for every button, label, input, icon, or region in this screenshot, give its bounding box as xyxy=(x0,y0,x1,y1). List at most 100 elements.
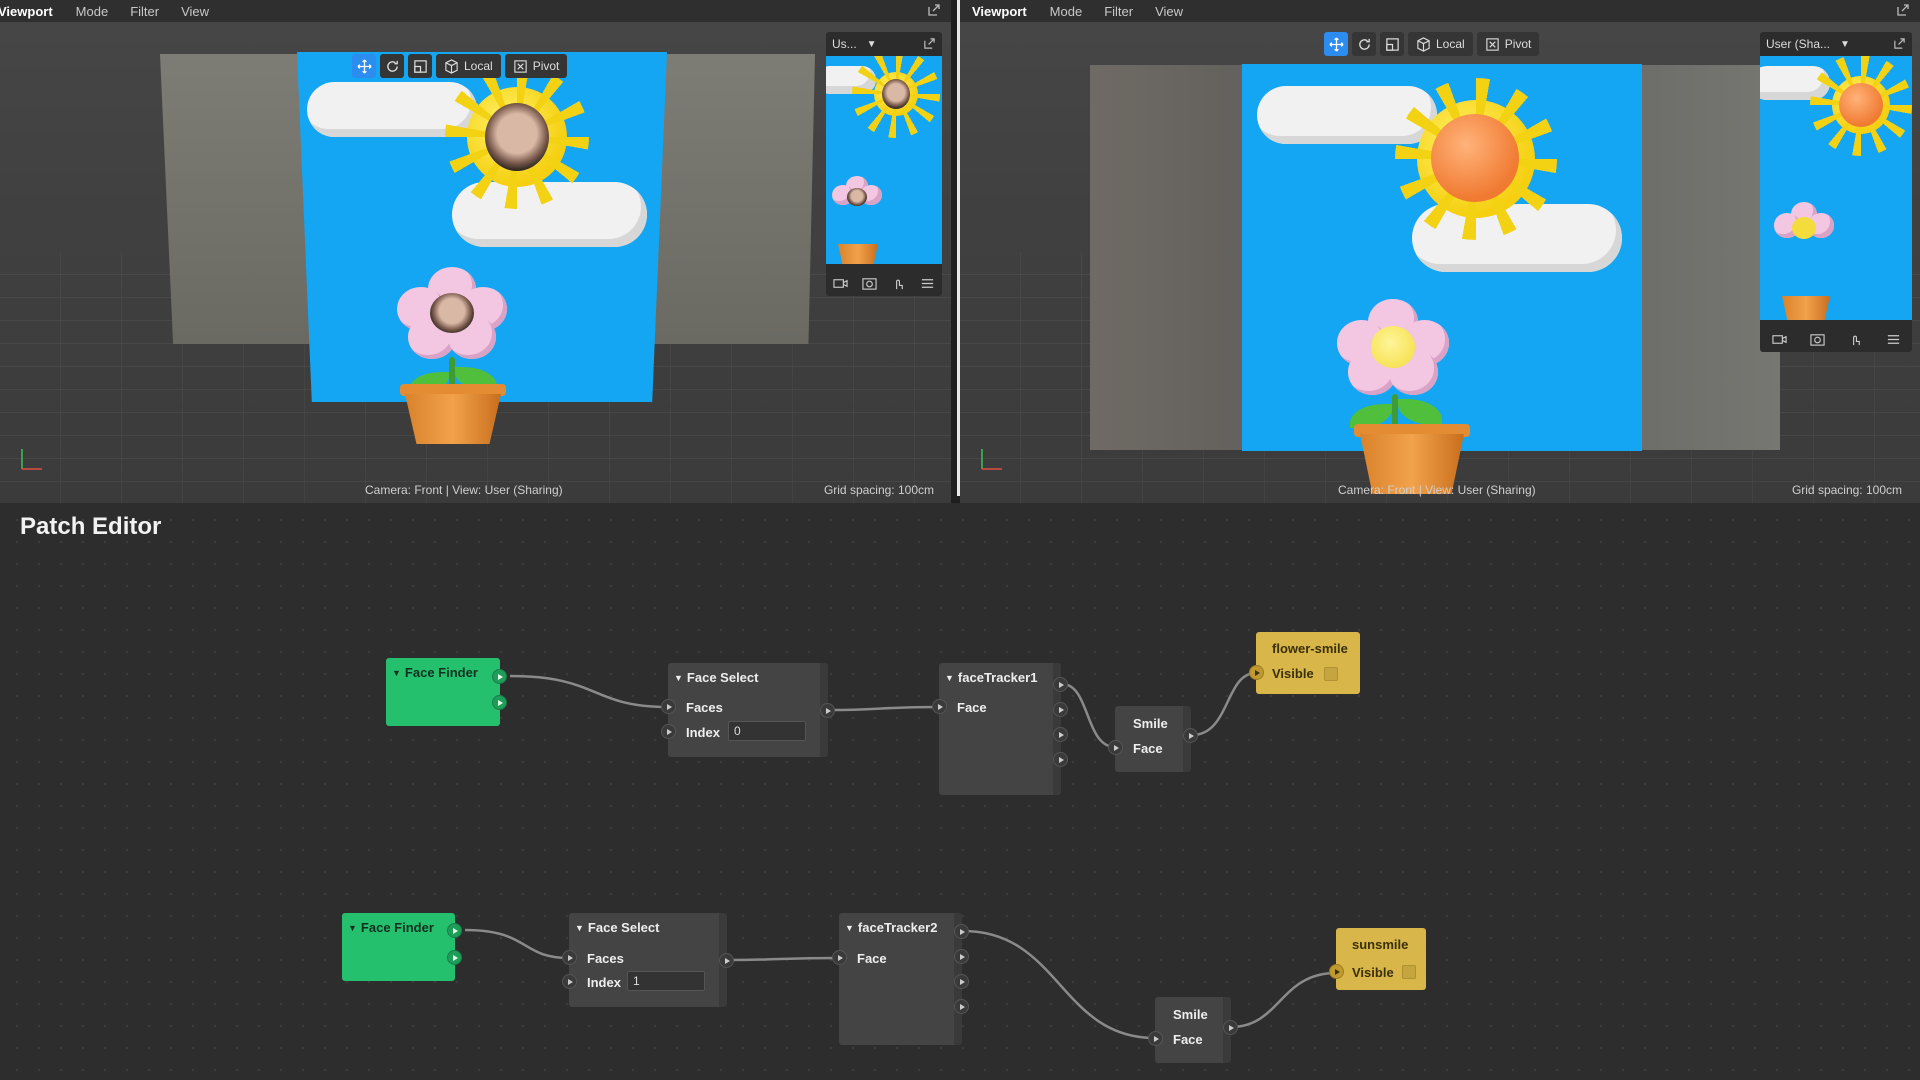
local-space-button[interactable]: Local xyxy=(1408,32,1473,56)
output-port[interactable] xyxy=(954,924,969,939)
pivot-button[interactable]: Pivot xyxy=(504,54,568,78)
output-port[interactable] xyxy=(954,974,969,989)
visible-label: Visible xyxy=(1272,666,1314,681)
scale-tool-button[interactable] xyxy=(408,54,432,78)
visible-checkbox[interactable] xyxy=(1324,667,1338,681)
scene-canvas[interactable]: Local Pivot User (Sha... ▼ xyxy=(960,22,1920,503)
viewport-title: Viewport xyxy=(972,3,1027,19)
flower-smile-node[interactable]: flower-smile Visible xyxy=(1249,632,1360,694)
output-port[interactable] xyxy=(1053,752,1068,767)
output-port[interactable] xyxy=(1053,702,1068,717)
patch-editor[interactable]: Patch Editor ▼Face Finder ▼Face Select F… xyxy=(0,503,1920,1080)
menu-view[interactable]: View xyxy=(181,3,210,19)
screenshot-icon[interactable] xyxy=(1809,332,1825,347)
face-finder-node[interactable]: ▼Face Finder xyxy=(386,658,507,726)
output-port[interactable] xyxy=(820,703,835,718)
face-tracker-node[interactable]: ▼faceTracker1 Face xyxy=(932,663,1068,795)
viewport-right[interactable]: Viewport Mode Filter View xyxy=(960,0,1920,503)
node-title: ▼Face Select xyxy=(674,670,759,685)
move-tool-button[interactable] xyxy=(1324,32,1348,56)
face-select-node[interactable]: ▼Face Select Faces Index 0 xyxy=(661,663,835,757)
touch-icon[interactable] xyxy=(891,276,906,291)
index-input[interactable]: 1 xyxy=(627,971,705,991)
menu-view[interactable]: View xyxy=(1155,3,1184,19)
popout-icon[interactable] xyxy=(923,37,936,50)
scene-canvas[interactable]: Local Pivot Us... ▼ xyxy=(0,22,951,503)
wire xyxy=(962,929,1156,1040)
local-space-button[interactable]: Local xyxy=(436,54,501,78)
scale-icon xyxy=(1385,37,1399,51)
face-finder-node[interactable]: ▼Face Finder xyxy=(342,913,462,981)
output-port[interactable] xyxy=(1223,1020,1238,1035)
device-preview[interactable]: User (Sha... ▼ xyxy=(1760,32,1912,352)
index-input[interactable]: 0 xyxy=(728,721,806,741)
rotate-tool-button[interactable] xyxy=(1352,32,1376,56)
smile-node[interactable]: Smile Face xyxy=(1148,997,1238,1063)
preview-view-select[interactable]: User (Sha... ▼ xyxy=(1760,32,1912,56)
output-port[interactable] xyxy=(954,949,969,964)
popout-icon[interactable] xyxy=(1893,37,1906,50)
menu-icon[interactable] xyxy=(1886,332,1901,347)
popout-icon[interactable] xyxy=(1896,3,1910,17)
grid-spacing-status: Grid spacing: 100cm xyxy=(1791,483,1902,497)
smile-title: Smile xyxy=(1173,1007,1208,1022)
input-port-visible[interactable] xyxy=(1329,964,1344,979)
menu-mode[interactable]: Mode xyxy=(75,3,109,19)
local-label: Local xyxy=(464,59,493,73)
wire xyxy=(828,705,940,712)
output-port[interactable] xyxy=(1053,677,1068,692)
scale-tool-button[interactable] xyxy=(1380,32,1404,56)
input-port-face[interactable] xyxy=(932,699,947,714)
output-port[interactable] xyxy=(1183,728,1198,743)
pivot-button[interactable]: Pivot xyxy=(1476,32,1540,56)
sun xyxy=(1395,78,1557,240)
visible-label: Visible xyxy=(1352,965,1394,980)
visible-checkbox[interactable] xyxy=(1402,965,1416,979)
video-camera-icon[interactable] xyxy=(833,276,848,291)
face-tracker-node[interactable]: ▼faceTracker2 Face xyxy=(832,913,969,1045)
cube-icon xyxy=(445,58,458,74)
sunsmile-node[interactable]: sunsmile Visible xyxy=(1329,928,1426,990)
output-port[interactable] xyxy=(1053,727,1068,742)
node-title-text: faceTracker1 xyxy=(957,670,1038,685)
patch-editor-title: Patch Editor xyxy=(20,513,162,540)
preview-canvas xyxy=(826,56,942,264)
menu-mode[interactable]: Mode xyxy=(1049,3,1083,19)
preview-view-select[interactable]: Us... ▼ xyxy=(826,32,942,56)
move-tool-button[interactable] xyxy=(352,54,376,78)
menu-filter[interactable]: Filter xyxy=(1104,3,1134,19)
faces-label: Faces xyxy=(587,951,624,966)
input-port-index[interactable] xyxy=(661,724,676,739)
screenshot-icon[interactable] xyxy=(862,276,877,291)
viewport-left[interactable]: Viewport Mode Filter View xyxy=(0,0,951,503)
input-port-visible[interactable] xyxy=(1249,665,1264,680)
face-select-node[interactable]: ▼Face Select Faces Index 1 xyxy=(562,913,734,1007)
input-port-faces[interactable] xyxy=(661,699,676,714)
popout-icon[interactable] xyxy=(927,3,941,17)
node-title: ▼Face Finder xyxy=(348,920,434,935)
input-port-face[interactable] xyxy=(1148,1031,1163,1046)
input-port-face[interactable] xyxy=(1108,740,1123,755)
flower-face xyxy=(1370,326,1416,368)
output-port[interactable] xyxy=(719,953,734,968)
wire xyxy=(1230,971,1337,1029)
grid-spacing-status: Grid spacing: 100cm xyxy=(823,483,934,497)
output-port[interactable] xyxy=(492,695,507,710)
input-port-faces[interactable] xyxy=(562,950,577,965)
output-port[interactable] xyxy=(954,999,969,1014)
video-camera-icon[interactable] xyxy=(1771,332,1787,347)
rotate-icon xyxy=(386,60,398,72)
input-port-index[interactable] xyxy=(562,974,577,989)
menu-filter[interactable]: Filter xyxy=(130,3,160,19)
device-preview[interactable]: Us... ▼ xyxy=(826,32,942,296)
face-label: Face xyxy=(1133,741,1163,756)
viewport-splitter[interactable] xyxy=(951,0,960,503)
output-port[interactable] xyxy=(447,923,462,938)
input-port-face[interactable] xyxy=(832,950,847,965)
touch-icon[interactable] xyxy=(1848,332,1863,347)
rotate-tool-button[interactable] xyxy=(380,54,404,78)
output-port[interactable] xyxy=(492,669,507,684)
menu-icon[interactable] xyxy=(920,276,935,291)
output-port[interactable] xyxy=(447,950,462,965)
smile-node[interactable]: Smile Face xyxy=(1108,706,1198,772)
